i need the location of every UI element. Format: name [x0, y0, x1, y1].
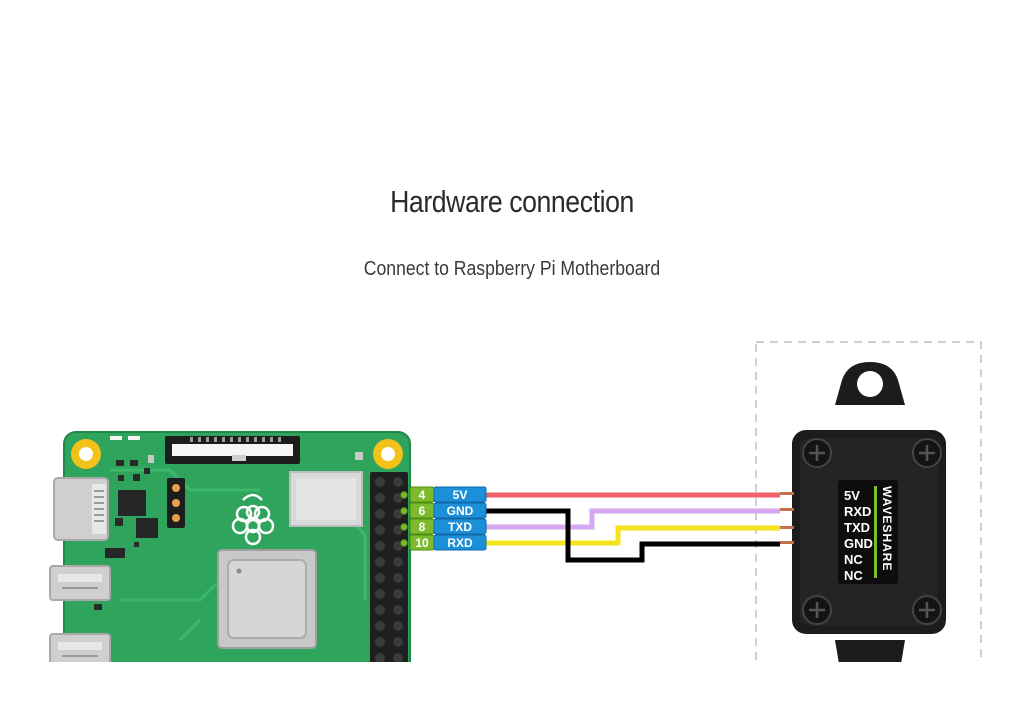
pi-pin-number: 8 — [419, 520, 426, 534]
screw-icon — [912, 595, 942, 625]
wire-gnd — [486, 508, 780, 563]
wires — [486, 492, 780, 563]
raspberry-pi-board — [49, 431, 411, 662]
hdmi-port — [49, 565, 111, 601]
sensor-pin-label: 5V — [844, 488, 860, 503]
sensor-pin-label: RXD — [844, 504, 871, 519]
screw-icon — [802, 595, 832, 625]
sensor-pin-label: NC — [844, 568, 863, 583]
mounting-hole-icon — [71, 439, 101, 469]
pi-pin-number: 4 — [419, 488, 426, 502]
pi-pin-label: RXD — [447, 536, 473, 550]
sensor-brand-label: WAVESHARE — [880, 486, 894, 571]
wire-txd — [486, 508, 780, 530]
page-title: Hardware connection — [390, 184, 634, 219]
pi-pin-labels — [400, 486, 487, 551]
waveshare-sensor-module — [780, 362, 946, 662]
page-subtitle: Connect to Raspberry Pi Motherboard — [363, 258, 661, 280]
sensor-pin-label: TXD — [844, 520, 870, 535]
sensor-pin-label: NC — [844, 552, 863, 567]
pi-pin-label: 5V — [453, 488, 468, 502]
pi-pin-number: 6 — [419, 504, 426, 518]
pi-pin-label: TXD — [448, 520, 472, 534]
sensor-pin-label: GND — [844, 536, 873, 551]
pi-pin-label: GND — [447, 504, 474, 518]
hdmi-port — [49, 633, 111, 662]
screw-icon — [912, 438, 942, 468]
raspberry-pi-logo-icon — [231, 493, 275, 546]
screw-icon — [802, 438, 832, 468]
mounting-hole-icon — [373, 439, 403, 469]
pi-pin-number: 10 — [415, 536, 429, 550]
wire-rxd — [486, 525, 780, 546]
